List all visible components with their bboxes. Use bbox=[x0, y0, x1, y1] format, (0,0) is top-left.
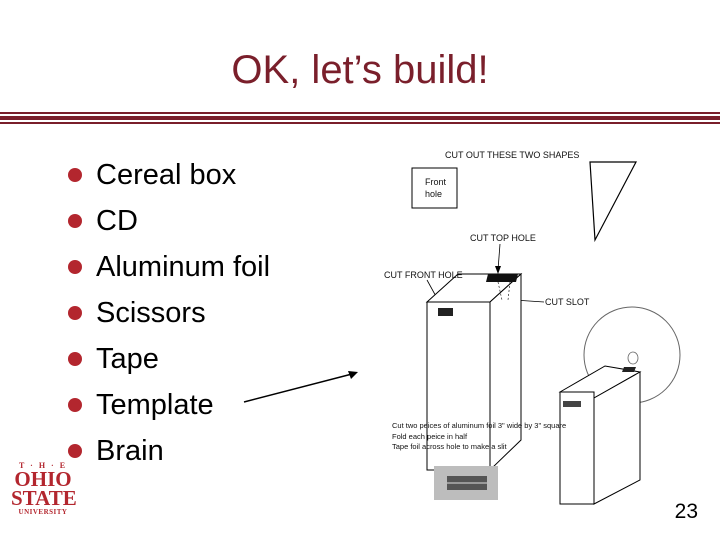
cereal-box-front bbox=[425, 272, 523, 472]
instruction-line: Tape foil across hole to make a slit bbox=[392, 442, 507, 451]
instruction-line: Fold each peice in half bbox=[392, 431, 468, 441]
bullet-icon bbox=[68, 214, 82, 228]
list-item-label: Brain bbox=[96, 435, 164, 467]
ohio-state-logo: T · H · E OHIO STATE UNIVERSITY bbox=[11, 459, 77, 525]
bullet-icon bbox=[68, 444, 82, 458]
logo-line-2: OHIO bbox=[14, 467, 72, 491]
instruction-line: Cut two peices of aluminum foil 3" wide … bbox=[392, 421, 567, 430]
foil-illustration bbox=[434, 466, 498, 500]
list-item: Brain bbox=[66, 428, 270, 474]
triangle-template bbox=[589, 161, 637, 243]
logo-line-3: STATE bbox=[11, 486, 77, 510]
list-item: CD bbox=[66, 198, 270, 244]
title-divider bbox=[0, 112, 720, 124]
template-arrow bbox=[243, 371, 358, 403]
label-front-hole-1: Front bbox=[425, 177, 447, 187]
list-item: Aluminum foil bbox=[66, 244, 270, 290]
bullet-icon bbox=[68, 306, 82, 320]
label-cut-slot: CUT SLOT bbox=[545, 297, 590, 307]
list-item-label: Tape bbox=[96, 343, 159, 375]
slide-title: OK, let’s build! bbox=[231, 48, 489, 92]
list-item: Template bbox=[66, 382, 270, 428]
list-item-label: Aluminum foil bbox=[96, 251, 271, 283]
list-item: Cereal box bbox=[66, 152, 270, 198]
list-item-label: Scissors bbox=[96, 297, 206, 329]
label-cut-top-hole: CUT TOP HOLE bbox=[470, 233, 536, 243]
list-item: Tape bbox=[66, 336, 270, 382]
bullet-icon bbox=[68, 398, 82, 412]
bullet-icon bbox=[68, 260, 82, 274]
page-number: 23 bbox=[674, 500, 698, 523]
label-cut-front-hole: CUT FRONT HOLE bbox=[384, 270, 463, 280]
bullet-icon bbox=[68, 168, 82, 182]
label-front-hole-2: hole bbox=[425, 189, 443, 199]
cereal-box-assembled bbox=[558, 365, 642, 505]
materials-list: Cereal box CD Aluminum foil Scissors Tap… bbox=[66, 152, 270, 474]
list-item-label: Cereal box bbox=[96, 159, 237, 191]
logo-line-4: UNIVERSITY bbox=[18, 508, 68, 516]
front-hole-template bbox=[411, 167, 458, 209]
list-item: Scissors bbox=[66, 290, 270, 336]
list-item-label: Template bbox=[96, 389, 214, 421]
list-item-label: CD bbox=[96, 205, 138, 237]
bullet-icon bbox=[68, 352, 82, 366]
label-cut-out-shapes: CUT OUT THESE TWO SHAPES bbox=[445, 150, 580, 160]
logo-line-1: T · H · E bbox=[18, 461, 68, 470]
instructions-text: Cut two peices of aluminum foil 3" wide … bbox=[392, 421, 566, 453]
